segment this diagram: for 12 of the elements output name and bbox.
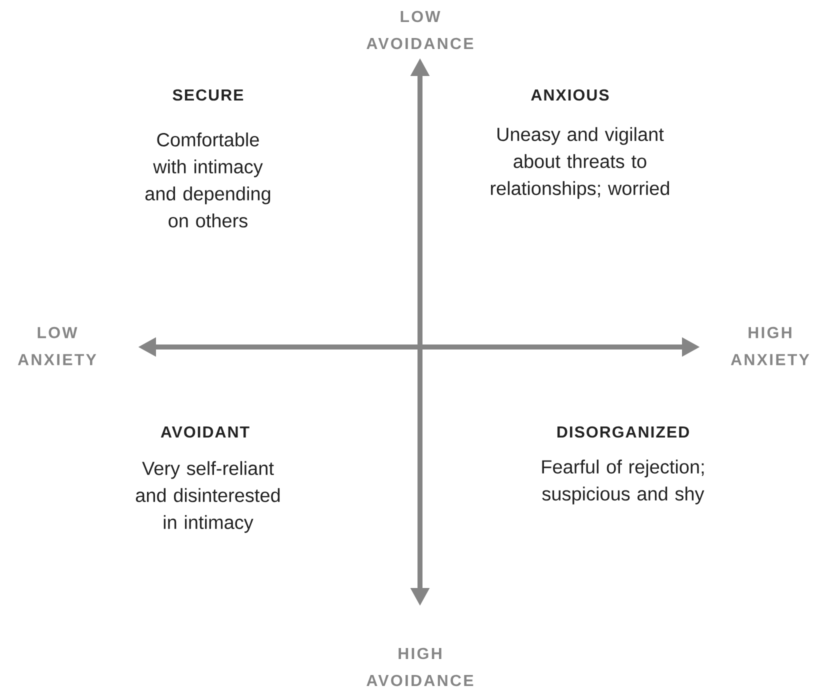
quadrant-heading: SECURE: [172, 89, 244, 101]
axis-label: HIGH AVOIDANCE: [366, 648, 474, 686]
axis-label: LOW AVOIDANCE: [366, 10, 474, 50]
axis-label: LOW ANXIETY: [18, 326, 96, 366]
quadrant-description: Comfortable with intimacy and depending on others: [145, 132, 270, 228]
axis-label: HIGH ANXIETY: [730, 326, 810, 366]
quadrant-description: Very self-reliant and disinterested in intimacy: [136, 461, 280, 533]
quadrant-description: Uneasy and vigilant about threats to relationships; worried: [490, 127, 670, 199]
quadrant-heading: AVOIDANT: [160, 426, 250, 438]
quadrant-heading: DISORGANIZED: [557, 426, 689, 438]
quadrant-description: Fearful of rejection; suspicious and shy: [542, 460, 704, 504]
quadrant-heading: ANXIOUS: [531, 89, 609, 101]
